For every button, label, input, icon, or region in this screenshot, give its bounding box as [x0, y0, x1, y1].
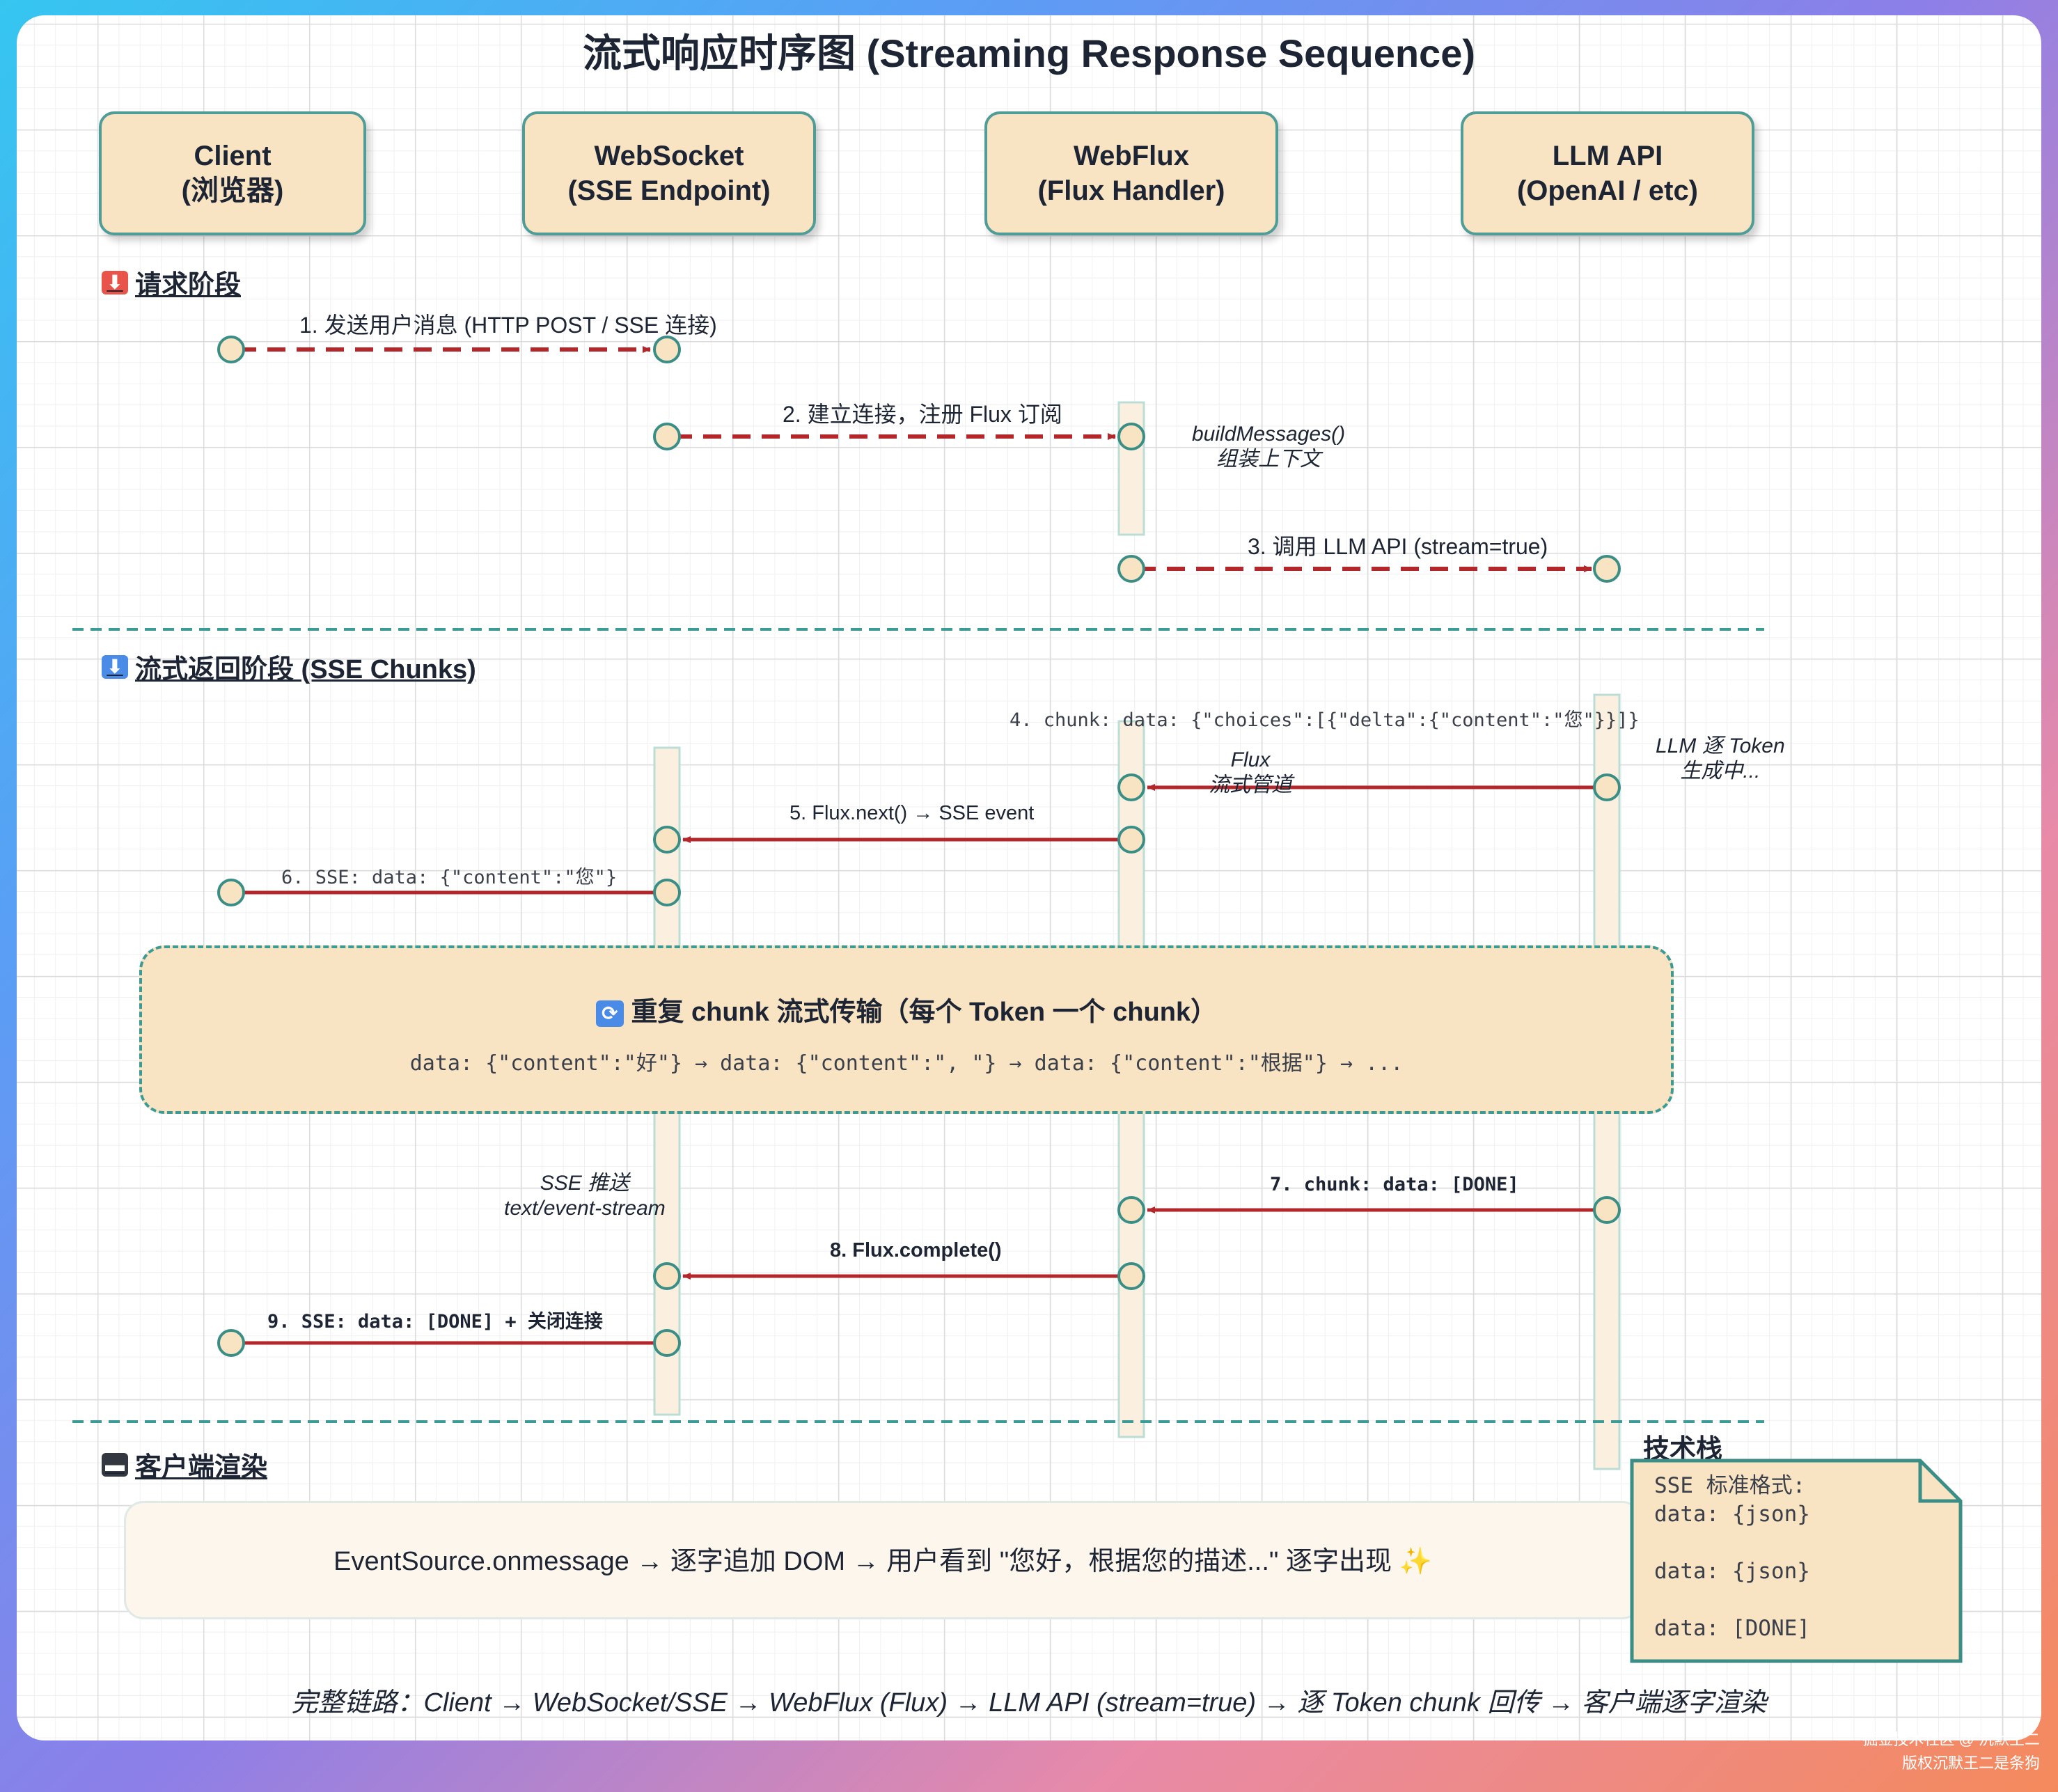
inbox-tray-icon: ⬇: [102, 270, 128, 294]
note-sse-line1: SSE 推送: [540, 1172, 630, 1195]
tech-line: [1654, 1529, 1810, 1557]
tech-line: SSE 标准格式:: [1654, 1473, 1806, 1498]
down-arrow-icon: ⬇: [102, 654, 128, 679]
section-stream: ⬇ 流式返回阶段 (SSE Chunks): [102, 647, 476, 686]
watermark-line1: 掘金技术社区 @ 沉默王二: [1862, 1731, 2040, 1748]
node-llm-3: [1593, 555, 1621, 583]
message-6-label: 6. SSE: data: {"content":"您"}: [281, 867, 618, 888]
section-render-label: 客户端渲染: [135, 1453, 268, 1482]
section-request-label: 请求阶段: [135, 271, 242, 300]
tech-stack-lines: SSE 标准格式: data: {json} data: {json} data…: [1654, 1472, 1810, 1643]
tech-line: data: {json}: [1654, 1502, 1810, 1527]
refresh-icon: ⟳: [595, 1000, 624, 1027]
message-1-label: 1. 发送用户消息 (HTTP POST / SSE 连接): [299, 313, 717, 338]
node-websocket-9: [653, 1329, 681, 1357]
node-client-6: [217, 879, 245, 906]
tech-note-shape: [1630, 1459, 1963, 1663]
message-7-label: 7. chunk: data: [DONE]: [1270, 1174, 1519, 1195]
watermark-line2: 版权沉默王二是条狗: [1901, 1754, 2040, 1772]
actor-webflux-name: WebFlux: [1074, 141, 1189, 171]
node-websocket-2: [653, 423, 681, 450]
render-text: EventSource.onmessage → 逐字追加 DOM → 用户看到 …: [333, 1547, 1432, 1576]
note-sse-push: SSE 推送 text/event-stream: [504, 1171, 666, 1221]
note-build-line2: 组装上下文: [1216, 448, 1321, 471]
actor-llm-api: LLM API (OpenAI / etc): [1461, 111, 1754, 235]
render-box: EventSource.onmessage → 逐字追加 DOM → 用户看到 …: [124, 1501, 1642, 1619]
sequence-graphics: [72, 336, 1764, 1470]
message-8-label: 8. Flux.complete(): [830, 1239, 1002, 1262]
note-llm-generating: LLM 逐 Token 生成中...: [1656, 734, 1785, 784]
message-9-label: 9. SSE: data: [DONE] + 关闭连接: [267, 1311, 603, 1333]
node-webflux-3: [1117, 555, 1145, 583]
section-stream-label: 流式返回阶段 (SSE Chunks): [135, 655, 476, 684]
tech-line: [1654, 1586, 1810, 1614]
loop-title-label: 重复 chunk 流式传输（每个 Token 一个 chunk）: [631, 998, 1218, 1027]
actor-websocket-name: WebSocket: [594, 141, 744, 171]
node-webflux-7: [1117, 1196, 1145, 1224]
note-flux-line1: Flux: [1230, 748, 1271, 771]
node-websocket-1: [653, 336, 681, 363]
node-llm-7: [1593, 1196, 1621, 1224]
note-build-messages: buildMessages() 组装上下文: [1192, 422, 1345, 472]
message-4-label: 4. chunk: data: {"choices":[{"delta":{"c…: [1010, 709, 1640, 731]
node-webflux-2: [1117, 423, 1145, 450]
tech-line: data: [DONE]: [1654, 1616, 1810, 1641]
message-2-label: 2. 建立连接，注册 Flux 订阅: [783, 402, 1062, 427]
diagram-title: 流式响应时序图 (Streaming Response Sequence): [582, 31, 1475, 75]
loop-title: ⟳ 重复 chunk 流式传输（每个 Token 一个 chunk）: [142, 990, 1671, 1028]
node-client-9: [217, 1329, 245, 1357]
actor-llm-desc: (OpenAI / etc): [1516, 175, 1699, 206]
loop-box: ⟳ 重复 chunk 流式传输（每个 Token 一个 chunk） data:…: [139, 945, 1674, 1114]
diagram-canvas: 流式响应时序图 (Streaming Response Sequence) Cl…: [17, 15, 2041, 1740]
section-render: ▬ 客户端渲染: [102, 1445, 267, 1484]
note-llm-line2: 生成中...: [1680, 760, 1761, 783]
actor-websocket-desc: (SSE Endpoint): [567, 175, 771, 206]
node-webflux-5: [1117, 826, 1145, 854]
node-websocket-6: [653, 879, 681, 906]
node-client-1: [217, 336, 245, 363]
tech-line: data: {json}: [1654, 1559, 1810, 1584]
actor-webflux: WebFlux (Flux Handler): [984, 111, 1278, 235]
actor-llm-name: LLM API: [1552, 141, 1663, 171]
note-flux-pipeline: Flux 流式管道: [1209, 748, 1292, 798]
actor-webflux-desc: (Flux Handler): [1037, 175, 1225, 206]
node-websocket-8: [653, 1262, 681, 1290]
actor-client-desc: (浏览器): [181, 175, 284, 206]
loop-sequence: data: {"content":"好"} → data: {"content"…: [409, 1051, 1404, 1076]
node-webflux-8: [1117, 1262, 1145, 1290]
note-sse-line2: text/event-stream: [504, 1197, 666, 1220]
message-3-label: 3. 调用 LLM API (stream=true): [1248, 534, 1548, 559]
note-build-line1: buildMessages(): [1192, 423, 1346, 446]
actor-client: Client (浏览器): [99, 111, 366, 235]
watermark: 掘金技术社区 @ 沉默王二 版权沉默王二是条狗: [1862, 1728, 2040, 1775]
computer-icon: ▬: [102, 1452, 128, 1477]
note-llm-line1: LLM 逐 Token: [1656, 734, 1785, 757]
section-request: ⬇ 请求阶段: [102, 263, 241, 301]
node-webflux-4: [1117, 773, 1145, 801]
activation-webflux-1: [1117, 401, 1145, 536]
node-llm-4: [1593, 773, 1621, 801]
actor-websocket: WebSocket (SSE Endpoint): [522, 111, 816, 235]
node-websocket-5: [653, 826, 681, 854]
actor-client-name: Client: [194, 141, 272, 171]
message-5-label: 5. Flux.next() → SSE event: [790, 802, 1035, 824]
note-flux-line2: 流式管道: [1209, 773, 1292, 796]
footer-summary: 完整链路：Client → WebSocket/SSE → WebFlux (F…: [291, 1688, 1767, 1718]
